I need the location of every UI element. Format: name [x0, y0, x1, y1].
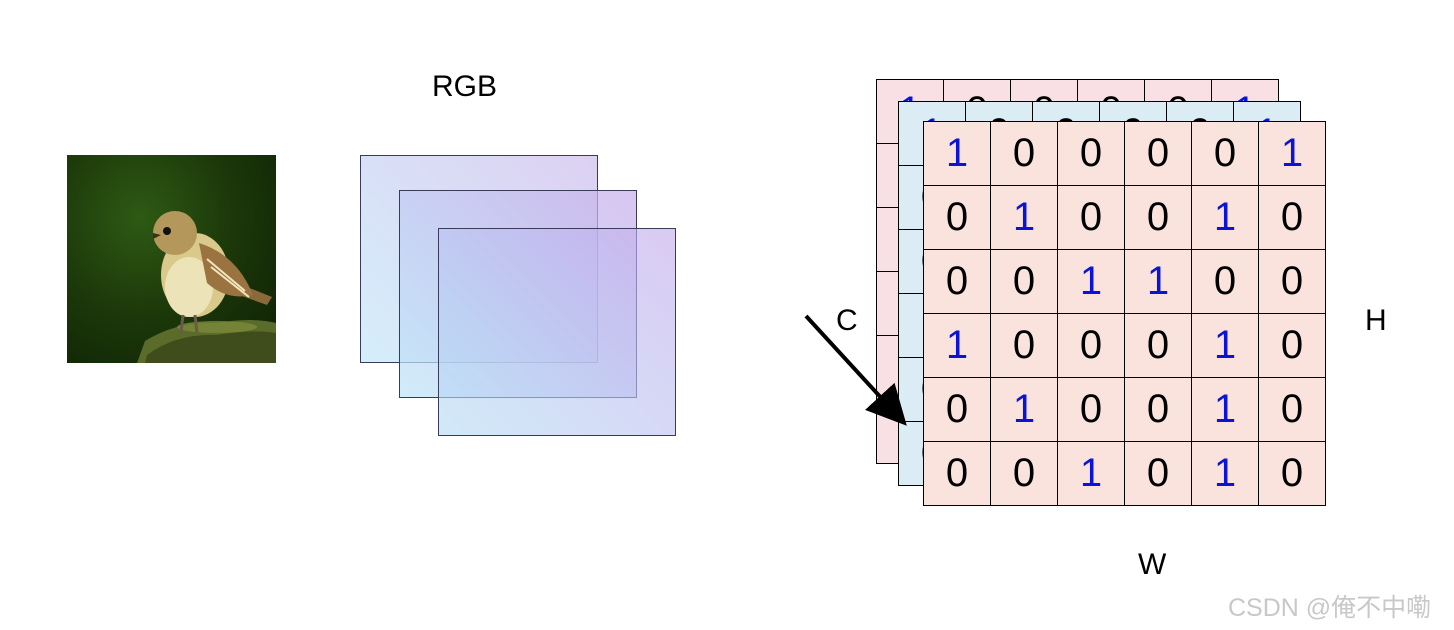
- matrix-cell: 0: [924, 186, 991, 250]
- matrix-cell: 0: [1259, 314, 1326, 378]
- matrix-cell: 1: [1125, 250, 1192, 314]
- matrix-cell: 1: [1259, 122, 1326, 186]
- matrix-cell: 1: [991, 378, 1058, 442]
- matrix-cell: 0: [1259, 378, 1326, 442]
- width-axis-label: W: [1138, 548, 1167, 581]
- matrix-cell: 1: [1058, 442, 1125, 506]
- matrix-cell: 0: [1125, 314, 1192, 378]
- matrix-cell: 0: [924, 378, 991, 442]
- matrix-cell: 0: [1058, 378, 1125, 442]
- bird-icon: [137, 211, 276, 363]
- matrix-cell: 0: [991, 442, 1058, 506]
- blue-channel-layer: [438, 228, 676, 436]
- matrix-cell: 0: [1125, 442, 1192, 506]
- matrix-cell: 0: [924, 442, 991, 506]
- matrix-cell: 0: [1125, 378, 1192, 442]
- matrix-cell: 0: [991, 314, 1058, 378]
- bird-photo: [67, 155, 276, 363]
- height-axis-label: H: [1365, 304, 1387, 337]
- channel-arrow-icon: [804, 314, 907, 426]
- matrix-cell: 0: [924, 250, 991, 314]
- channel-axis-label: C: [836, 304, 858, 337]
- matrix-cell: 0: [1259, 250, 1326, 314]
- matrix-cell: 1: [1192, 378, 1259, 442]
- matrix-cell: 0: [1259, 186, 1326, 250]
- matrix-cell: 0: [1058, 122, 1125, 186]
- matrix-cell: 0: [1125, 186, 1192, 250]
- matrix-cell: 0: [1192, 122, 1259, 186]
- matrix-cell: 0: [991, 250, 1058, 314]
- rgb-label: RGB: [432, 70, 498, 103]
- matrix-cell: 0: [1192, 250, 1259, 314]
- matrix-cell: 0: [1259, 442, 1326, 506]
- matrix-cell: 1: [1192, 314, 1259, 378]
- matrix-cell: 1: [991, 186, 1058, 250]
- matrix-cell: 1: [1192, 442, 1259, 506]
- matrix-cell: 0: [1125, 122, 1192, 186]
- matrix-cell: 1: [924, 122, 991, 186]
- matrix-cell: 0: [991, 122, 1058, 186]
- matrix-cell: 1: [1192, 186, 1259, 250]
- matrix-cell: 0: [1058, 186, 1125, 250]
- matrix-cell: 1: [924, 314, 991, 378]
- watermark: CSDN @俺不中嘞: [1228, 594, 1432, 622]
- matrix-cell: 0: [1058, 314, 1125, 378]
- matrix-cell: 1: [1058, 250, 1125, 314]
